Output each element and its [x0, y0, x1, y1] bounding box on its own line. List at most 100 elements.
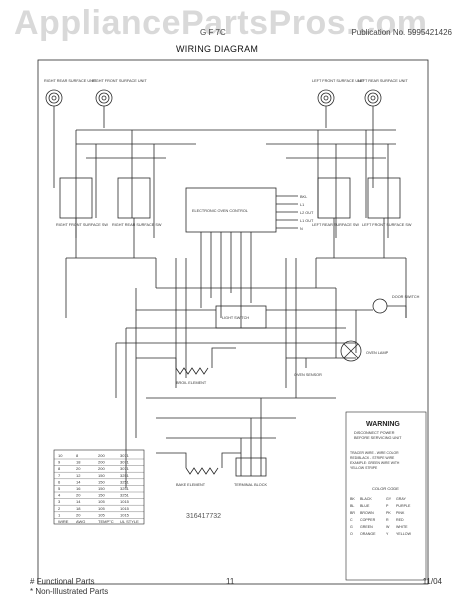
wire-table-cell: 105	[98, 499, 105, 504]
wire-table-cell: 14	[76, 499, 81, 504]
color-code-cell: RED	[396, 518, 404, 522]
wire-table-cell: 5	[58, 486, 61, 491]
wire-table-cell: 3071	[120, 460, 130, 465]
label-switch-lf: LEFT FRONT SURFACE SW	[362, 223, 412, 227]
surface-unit-left-rear	[364, 89, 382, 107]
switch-left-rear	[317, 177, 351, 219]
color-code-cell: G	[350, 525, 353, 529]
label-switch-rr: RIGHT REAR SURFACE SW	[112, 223, 162, 227]
switch-right-rear	[117, 177, 151, 219]
color-code-cell: ORANGE	[360, 532, 376, 536]
color-code-cell: GREEN	[360, 525, 373, 529]
diagram-frame	[37, 59, 429, 585]
wire-table-cell: 1015	[120, 512, 130, 517]
warning-note-2: RED/BLACK - STRIPE WIRE	[350, 456, 395, 460]
wire-table-cell: 200	[98, 466, 105, 471]
color-code-cell: COPPER	[360, 518, 376, 522]
wire-table-cell: 3251	[120, 493, 130, 498]
footer-date: 11/04	[422, 577, 442, 586]
warning-box: WARNING DISCONNECT POWER BEFORE SERVICIN…	[345, 411, 427, 581]
wire-table-cell: 3251	[120, 486, 130, 491]
wire-table-cell: 20	[76, 466, 81, 471]
wire-table-header: TEMP°C	[98, 519, 114, 524]
color-code-cell: W	[386, 525, 390, 529]
watermark: AppliancePartsPros.com	[14, 4, 428, 42]
wire-table-cell: 18	[76, 460, 81, 465]
label-oven-lamp: OVEN LAMP	[366, 351, 389, 355]
wire-table-cell: 6	[58, 479, 61, 484]
color-code-cell: Y	[386, 532, 389, 536]
bake-element-coil	[185, 467, 219, 475]
wire-table-cell: 200	[98, 460, 105, 465]
wire-table-cell: 3251	[120, 479, 130, 484]
wire-table-cell: 1	[58, 512, 61, 517]
surface-unit-right-front	[95, 89, 113, 107]
terminal-n: N	[300, 227, 303, 231]
wire-table-cell: 18	[76, 506, 81, 511]
label-left-rear-unit: LEFT REAR SURFACE UNIT	[358, 79, 408, 83]
warning-note-4: YELLOW STRIPE	[350, 466, 378, 470]
wiring-diagram: RIGHT REAR SURFACE UNIT RIGHT FRONT SURF…	[37, 59, 429, 585]
wire-table-cell: 150	[98, 479, 105, 484]
color-code-cell: BROWN	[360, 511, 374, 515]
wire-table-header: UL STYLE	[120, 519, 139, 524]
label-right-front-unit: RIGHT FRONT SURFACE UNIT	[92, 79, 147, 83]
wire-table-cell: 1015	[120, 506, 130, 511]
wire-table-cell: 4	[58, 493, 61, 498]
color-code-cell: C	[350, 518, 353, 522]
door-switch	[372, 298, 388, 314]
wire-table-cell: 105	[98, 512, 105, 517]
wire-table-cell: 3251	[120, 473, 130, 478]
part-number: 316417732	[186, 513, 221, 520]
terminal-l1: L1	[300, 203, 304, 207]
color-code-cell: BLUE	[360, 504, 370, 508]
wire-table-cell: 8	[76, 453, 79, 458]
model-number: G F 7C	[200, 28, 226, 37]
wire-table-cell: 2	[58, 506, 61, 511]
wire-table-cell: 105	[98, 506, 105, 511]
terminal-l2-out: L2 OUT	[300, 211, 314, 215]
wire-table-cell: 16	[76, 486, 81, 491]
label-switch-rf: RIGHT FRONT SURFACE SW	[56, 223, 108, 227]
color-code-cell: PINK	[396, 511, 405, 515]
warning-note-1: TRACER WIRE - WIRE COLOR	[350, 451, 399, 455]
color-code-cell: GY	[386, 497, 392, 501]
terminal-l1-out: L1 OUT	[300, 219, 314, 223]
wire-table-cell: 1015	[120, 499, 130, 504]
color-code-cell: BLACK	[360, 497, 372, 501]
color-code-cell: YELLOW	[396, 532, 412, 536]
label-switch-lr: LEFT REAR SURFACE SW	[312, 223, 359, 227]
color-code-cell: GRAY	[396, 497, 407, 501]
footer-page: 11	[226, 577, 235, 586]
color-code-title: COLOR CODE	[372, 486, 399, 491]
wire-table-cell: 12	[76, 473, 81, 478]
wire-table-cell: 150	[98, 486, 105, 491]
color-code-cell: PK	[386, 511, 391, 515]
wire-table-cell: 10	[58, 453, 63, 458]
wire-table-cell: 20	[76, 512, 81, 517]
broil-element-coil	[175, 367, 209, 375]
footer-functional: # Functional Parts	[30, 577, 95, 586]
surface-unit-left-front	[317, 89, 335, 107]
label-left-front-unit: LEFT FRONT SURFACE UNIT	[312, 79, 365, 83]
oven-sensor-leads	[286, 357, 356, 368]
wire-table-cell: 7	[58, 473, 61, 478]
warning-line-1: DISCONNECT POWER	[354, 431, 395, 435]
color-code-cell: R	[386, 518, 389, 522]
wire-table-cell: 20	[76, 493, 81, 498]
wire-table-header: WIRE	[58, 519, 69, 524]
color-code-cell: WHITE	[396, 525, 408, 529]
wire-table-cell: 3071	[120, 466, 130, 471]
warning-line-2: BEFORE SERVICING UNIT	[354, 436, 402, 440]
wire-table-cell: 8	[58, 466, 61, 471]
terminal-bkl: BKL	[300, 195, 307, 199]
warning-note-3: EXAMPLE: GREEN WIRE WITH	[350, 461, 400, 465]
label-terminal-block: TERMINAL BLOCK	[234, 483, 267, 487]
label-light-switch: LIGHT SWITCH	[222, 316, 249, 320]
color-code-cell: BL	[350, 504, 354, 508]
color-code-cell: BK	[350, 497, 355, 501]
color-code-cell: BR	[350, 511, 355, 515]
label-oven-sensor: OVEN SENSOR	[294, 373, 322, 377]
label-oven-control: ELECTRONIC OVEN CONTROL	[192, 209, 248, 213]
